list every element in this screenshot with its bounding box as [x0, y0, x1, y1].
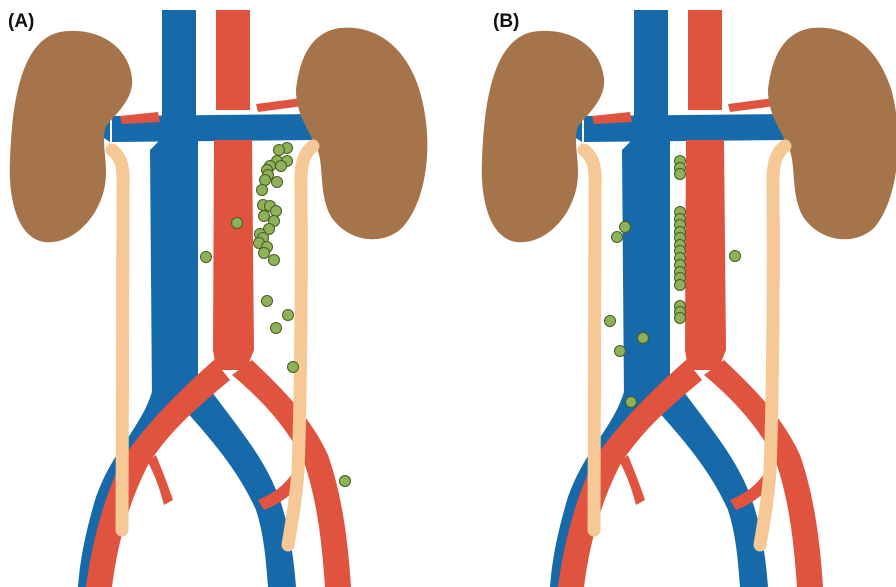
right-kidney — [296, 28, 427, 240]
right-ureter — [288, 146, 313, 545]
lymph-node-marker — [638, 333, 649, 344]
panel-b: (B) — [482, 10, 896, 587]
lymph-node-marker — [626, 397, 637, 408]
lymph-node-marker — [259, 211, 270, 222]
vessel-anatomy — [10, 10, 428, 587]
lymph-node-marker — [260, 175, 271, 186]
lymph-node-marker — [259, 248, 270, 259]
lymph-node-marker — [283, 310, 294, 321]
lymph-node-marker — [232, 218, 243, 229]
vessel-anatomy — [482, 10, 896, 587]
lymph-node-marker — [620, 222, 631, 233]
panel-label-a: (A) — [8, 11, 34, 32]
lymph-node-marker — [276, 161, 287, 172]
lymph-node-marker — [257, 185, 268, 196]
lymph-node-marker — [340, 476, 351, 487]
lymph-node-marker — [605, 316, 616, 327]
lymph-node-marker — [675, 280, 686, 291]
panel-a: (A) — [8, 10, 427, 587]
lymph-node-marker — [274, 145, 285, 156]
lymph-node-marker — [272, 177, 283, 188]
lymph-node-marker — [730, 251, 741, 262]
lymph-node-marker — [675, 169, 686, 180]
lymph-node-marker — [615, 346, 626, 357]
right-kidney — [768, 28, 896, 240]
lymph-node-marker — [675, 313, 686, 324]
lymph-node-marker — [271, 206, 282, 217]
lymph-node-marker — [271, 323, 282, 334]
right-ureter — [760, 146, 785, 545]
lymph-node-marker — [269, 255, 280, 266]
lymph-node-marker — [262, 296, 273, 307]
lymph-node-marker — [612, 232, 623, 243]
lymph-node-marker — [201, 252, 212, 263]
lymph-node-marker — [288, 362, 299, 373]
panel-label-b: (B) — [493, 11, 519, 32]
